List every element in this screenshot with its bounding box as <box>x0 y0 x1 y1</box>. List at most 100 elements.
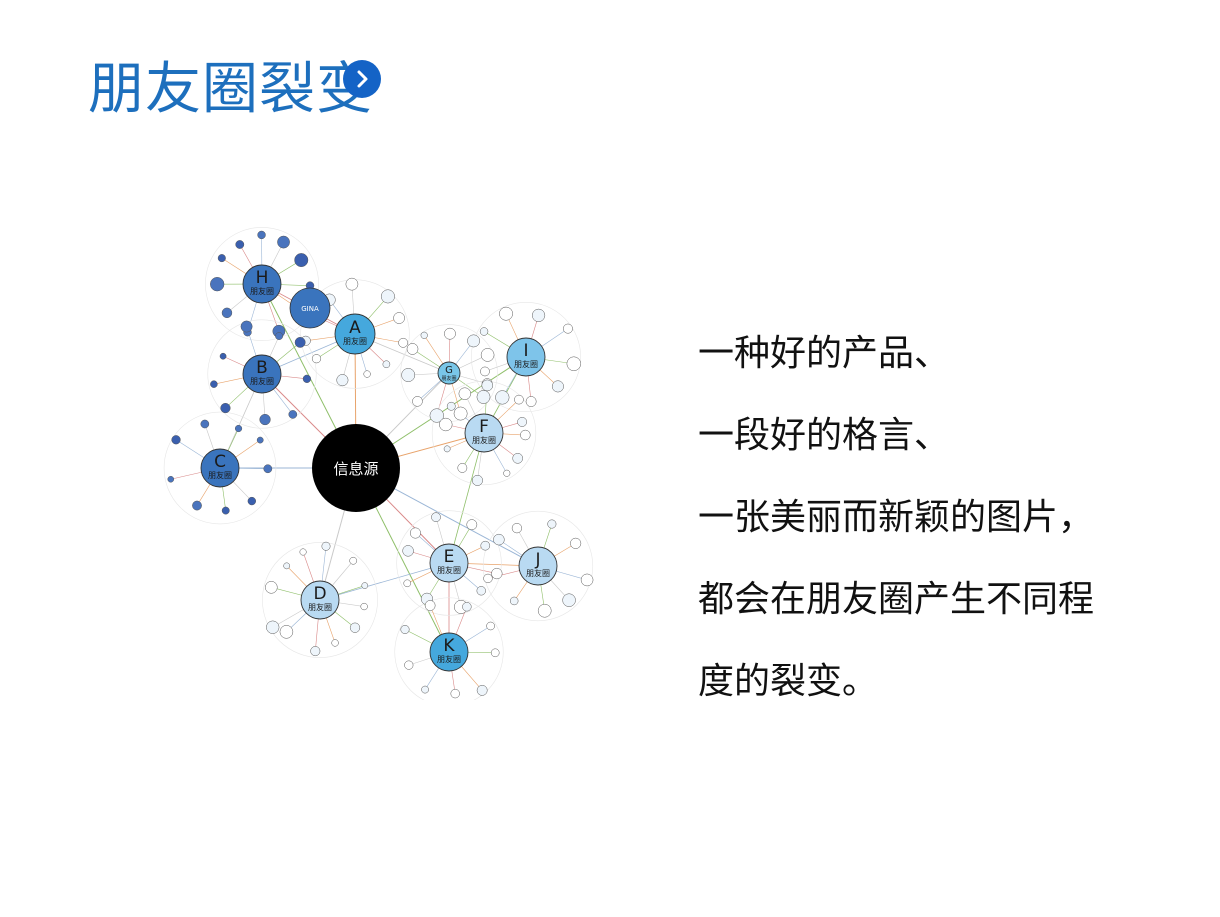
leaf-node <box>294 336 306 348</box>
leaf-node <box>421 685 429 694</box>
leaf-node <box>235 240 245 249</box>
leaf-node <box>398 337 409 348</box>
leaf-node <box>562 593 576 607</box>
leaf-node <box>450 688 460 699</box>
leaf-node <box>310 646 321 657</box>
hub-sub-label: 朋友圈 <box>514 359 538 369</box>
leaf-node <box>444 327 456 340</box>
leaf-node <box>265 581 278 594</box>
leaf-node <box>336 374 349 387</box>
hub-node-h <box>242 264 282 304</box>
center-node <box>312 424 400 512</box>
hub-sub-label: 朋友圈 <box>250 286 274 296</box>
link-line <box>319 562 450 601</box>
text-line: 度的裂变。 <box>698 661 879 702</box>
text-line: 一段好的格言、 <box>698 415 951 456</box>
leaf-node <box>446 401 456 411</box>
leaf-node <box>479 327 489 336</box>
leaf-node <box>486 621 495 631</box>
leaf-node <box>467 334 480 348</box>
hub-halo <box>262 542 378 658</box>
hub-letter: H <box>256 268 269 288</box>
leaf-node <box>363 370 371 378</box>
leaf-node <box>361 582 369 589</box>
leaf-node <box>403 579 412 588</box>
leaf-node <box>443 445 451 453</box>
leaf-node <box>360 602 368 611</box>
leaf-node <box>476 684 488 696</box>
hub-letter: C <box>214 452 226 472</box>
hub-sub-label: 朋友圈 <box>472 435 496 445</box>
hub-letter: E <box>444 547 455 567</box>
fission-network-diagram: GINAH朋友圈A朋友圈B朋友圈C朋友圈G朋友圈I朋友圈F朋友圈E朋友圈J朋友圈… <box>163 227 594 700</box>
leaf-node <box>525 396 537 407</box>
hub-halo <box>482 510 594 622</box>
hub-node-b <box>242 354 282 394</box>
leaf-node <box>393 312 405 324</box>
leaf-node <box>400 624 410 634</box>
leaf-node <box>382 360 391 369</box>
leaf-node <box>404 660 414 670</box>
leaf-node <box>210 277 225 292</box>
text-line: 一种好的产品、 <box>698 333 951 374</box>
leaf-node <box>321 541 331 551</box>
leaf-node <box>453 406 468 421</box>
leaf-node <box>171 435 181 445</box>
leaf-node <box>257 230 266 240</box>
leaf-node <box>439 417 453 432</box>
leaf-node <box>472 474 483 486</box>
hub-sub-label: 朋友圈 <box>437 565 461 575</box>
hub-node-a <box>334 313 376 355</box>
leaf-node <box>277 235 290 249</box>
hub-letter: G <box>445 365 453 376</box>
hub-node-j <box>518 546 558 586</box>
leaf-node <box>509 596 519 606</box>
leaf-node <box>302 374 312 383</box>
leaf-node <box>462 602 472 612</box>
leaf-node <box>349 556 358 565</box>
leaf-node <box>483 573 493 584</box>
leaf-node <box>283 562 291 570</box>
leaf-node <box>429 408 444 423</box>
leaf-node <box>266 620 280 634</box>
text-line: 一张美丽而新颖的图片， <box>698 497 1095 538</box>
hub-halo <box>396 510 502 616</box>
leaf-node <box>247 496 256 506</box>
hub-letter: F <box>479 417 489 437</box>
leaf-node <box>406 343 419 355</box>
leaf-node <box>570 537 582 549</box>
leaf-node <box>221 307 233 319</box>
leaf-node <box>551 380 564 393</box>
hub-letter: D <box>313 584 326 604</box>
hub-sub-label: 朋友圈 <box>441 375 456 382</box>
leaf-node <box>547 519 557 529</box>
leaf-node <box>431 512 441 523</box>
hub-node-c <box>200 448 240 488</box>
leaf-node <box>200 419 210 429</box>
leaf-node <box>263 464 273 474</box>
leaf-node <box>495 390 510 405</box>
leaf-node <box>476 586 486 596</box>
leaf-node <box>256 436 264 444</box>
leaf-node <box>345 277 359 291</box>
leaf-node <box>380 289 395 304</box>
hub-letter: I <box>523 341 528 361</box>
leaf-node <box>493 533 505 546</box>
leaf-node <box>491 567 503 580</box>
leaf-node <box>514 394 524 405</box>
leaf-node <box>259 413 271 426</box>
leaf-node <box>217 254 226 263</box>
hub-halo <box>394 597 504 700</box>
link-line <box>448 432 485 564</box>
leaf-node <box>420 331 428 339</box>
leaf-node <box>499 306 513 321</box>
leaf-node <box>402 545 414 557</box>
leaf-node <box>566 356 582 371</box>
leaf-node <box>299 548 307 556</box>
leaf-node <box>288 410 298 419</box>
next-button[interactable] <box>343 60 381 98</box>
hub-halo <box>163 411 277 525</box>
leaf-node <box>279 625 294 639</box>
leaf-node <box>480 366 490 377</box>
description-text: 一种好的产品、 一段好的格言、 一张美丽而新颖的图片， 都会在朋友圈产生不同程 … <box>698 322 1094 732</box>
